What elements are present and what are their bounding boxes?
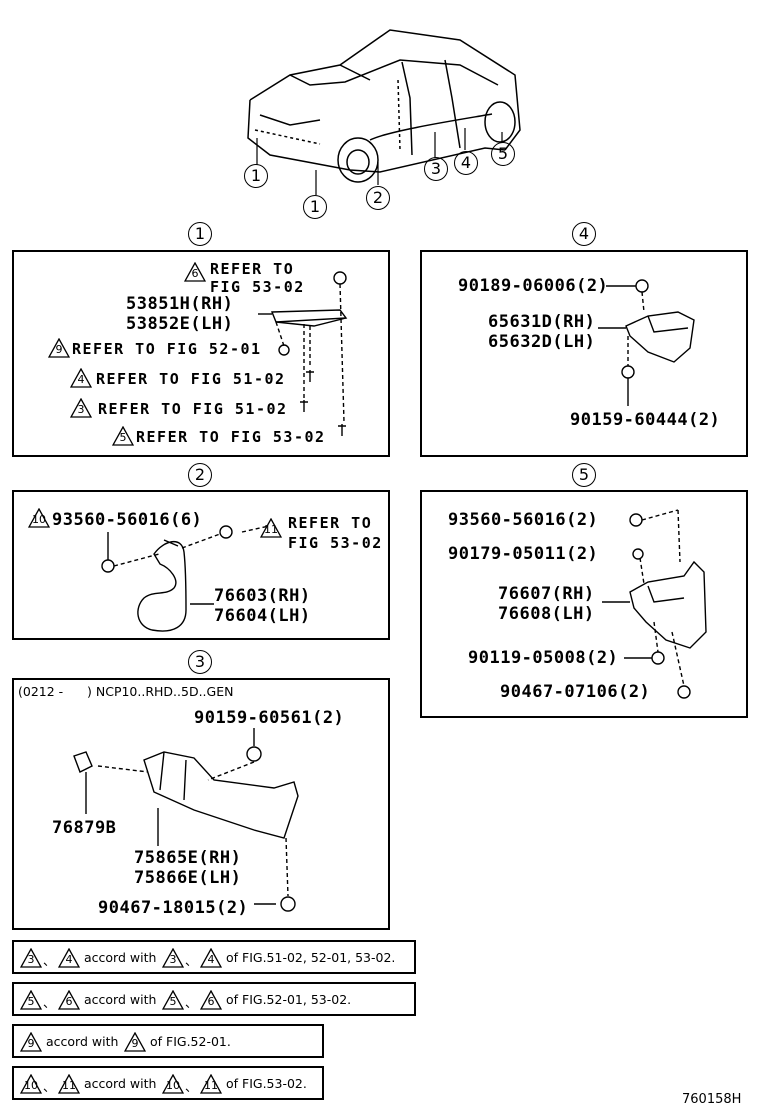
s5-part-2: 90179-05011(2) [448, 544, 599, 564]
s5-part-3: 90119-05008(2) [468, 648, 619, 668]
callout-1b: 1 [303, 195, 327, 219]
s1-top-triangle: 6 [184, 262, 206, 282]
s5-part-rh: 76607(RH) [498, 584, 595, 604]
legend-3-text-b: of FIG.52-01. [150, 1034, 231, 1049]
legend-1-text-b: of FIG.51-02, 52-01, 53-02. [226, 950, 396, 965]
legend-3-text-a: accord with [46, 1034, 119, 1049]
legend-2-text-a: accord with [84, 992, 157, 1007]
section-4-label: 4 [572, 222, 596, 246]
s3-cover-number: 76879B [52, 818, 117, 838]
s3-screw-number: 90467-18015(2) [98, 898, 249, 918]
callout-1a: 1 [244, 164, 268, 188]
s1-top-ref-b: FIG 53-02 [210, 278, 305, 296]
legend-1-tri-c: 3 [162, 948, 184, 968]
s2-ref-b: FIG 53-02 [288, 534, 383, 552]
section-5-panel: 93560-56016(2) 90179-05011(2) 76607(RH) … [420, 490, 748, 718]
legend-1-text-a: accord with [84, 950, 157, 965]
legend-2-tri-c: 5 [162, 990, 184, 1010]
legend-row-3: 9 accord with 9 of FIG.52-01. [12, 1024, 324, 1058]
s2-tri-a: 10 [28, 508, 50, 528]
legend-2-text-b: of FIG.52-01, 53-02. [226, 992, 352, 1007]
s1-ref1-triangle: 9 [48, 338, 70, 358]
s4-part-rh: 65631D(RH) [488, 312, 596, 332]
s1-top-ref-a: REFER TO [210, 260, 295, 278]
s2-part-rh: 76603(RH) [214, 586, 311, 606]
s3-part-rh: 75865E(RH) [134, 848, 242, 868]
car-overview: 1 1 2 3 4 5 [230, 20, 530, 220]
section-2-panel: 10 93560-56016(6) 11 REFER TO FIG 53-02 … [12, 490, 390, 640]
legend-1-sep-2: 、 [185, 953, 198, 968]
s3-clip-number: 90159-60561(2) [194, 708, 345, 728]
s1-ref4-text: REFER TO FIG 53-02 [136, 428, 326, 446]
figure-code: 760158H [682, 1092, 742, 1107]
section-5-drawing [602, 509, 707, 699]
legend-3-tri-c: 9 [124, 1032, 146, 1052]
s1-ref3-triangle: 3 [70, 398, 92, 418]
legend-4-tri-a: 10 [20, 1074, 42, 1094]
legend-1-tri-b: 4 [58, 948, 80, 968]
legend-3-tri-a: 9 [20, 1032, 42, 1052]
s2-part-lh: 76604(LH) [214, 606, 311, 626]
s4-part-lh: 65632D(LH) [488, 332, 596, 352]
callout-3: 3 [424, 157, 448, 181]
s5-part-1: 93560-56016(2) [448, 510, 599, 530]
legend-1-sep: 、 [43, 953, 56, 968]
legend-4-sep: 、 [43, 1079, 56, 1094]
callout-2: 2 [366, 186, 390, 210]
legend-4-tri-c: 10 [162, 1074, 184, 1094]
s1-part-rh: 53851H(RH) [126, 294, 234, 314]
legend-2-tri-a: 5 [20, 990, 42, 1010]
s1-part-lh: 53852E(LH) [126, 314, 234, 334]
section-3-label: 3 [188, 650, 212, 674]
legend-4-text-b: of FIG.53-02. [226, 1076, 307, 1091]
legend-2-tri-b: 6 [58, 990, 80, 1010]
legend-2-tri-d: 6 [200, 990, 222, 1010]
section-5-label: 5 [572, 463, 596, 487]
s5-part-lh: 76608(LH) [498, 604, 595, 624]
s1-ref4-triangle: 5 [112, 426, 134, 446]
legend-2-sep: 、 [43, 995, 56, 1010]
section-2-drawing [101, 525, 270, 632]
s1-ref3-text: REFER TO FIG 51-02 [98, 400, 288, 418]
legend-1-tri-a: 3 [20, 948, 42, 968]
legend-2-sep-2: 、 [185, 995, 198, 1010]
section-1-panel: 6 REFER TO FIG 53-02 53851H(RH) 53852E(L… [12, 250, 390, 457]
section-1-label: 1 [188, 222, 212, 246]
legend-row-4: 10 、 11 accord with 10 、 11 of FIG.53-02… [12, 1066, 324, 1100]
s2-tri-b: 11 [260, 518, 282, 538]
s1-ref2-text: REFER TO FIG 51-02 [96, 370, 286, 388]
section-4-drawing [598, 279, 695, 406]
legend-row-2: 5 、 6 accord with 5 、 6 of FIG.52-01, 53… [12, 982, 416, 1016]
legend-row-1: 3 、 4 accord with 3 、 4 of FIG.51-02, 52… [12, 940, 416, 974]
callout-4: 4 [454, 151, 478, 175]
section-4-panel: 90189-06006(2) 65631D(RH) 65632D(LH) 901… [420, 250, 748, 457]
s1-ref1-text: REFER TO FIG 52-01 [72, 340, 262, 358]
legend-4-text-a: accord with [84, 1076, 157, 1091]
section-3-panel: (0212 - ) NCP10..RHD..5D..GEN 90159-6056… [12, 678, 390, 930]
s4-bottom-number: 90159-60444(2) [570, 410, 721, 430]
s5-part-4: 90467-07106(2) [500, 682, 651, 702]
s4-top-number: 90189-06006(2) [458, 276, 609, 296]
legend-4-sep-2: 、 [185, 1079, 198, 1094]
legend-4-tri-d: 11 [200, 1074, 222, 1094]
section-3-drawing [73, 728, 299, 912]
section-1-drawing [258, 271, 348, 436]
s1-ref2-triangle: 4 [70, 368, 92, 388]
s2-bolt-number: 93560-56016(6) [52, 510, 203, 530]
callout-5: 5 [491, 142, 515, 166]
s2-ref-a: REFER TO [288, 514, 373, 532]
legend-1-tri-d: 4 [200, 948, 222, 968]
s3-applicability-note: (0212 - ) NCP10..RHD..5D..GEN [18, 684, 234, 699]
car-illustration [247, 29, 521, 195]
legend-4-tri-b: 11 [58, 1074, 80, 1094]
s3-part-lh: 75866E(LH) [134, 868, 242, 888]
section-2-label: 2 [188, 463, 212, 487]
